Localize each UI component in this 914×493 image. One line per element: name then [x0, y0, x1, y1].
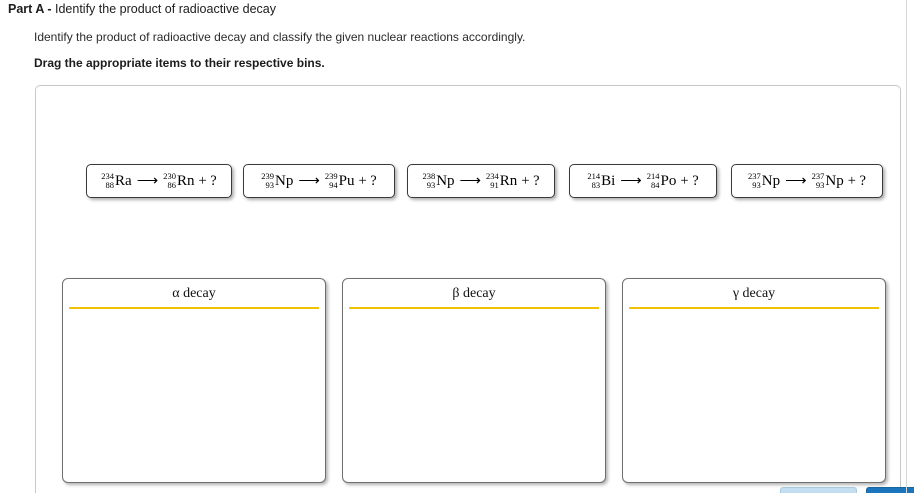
product-indices: 230 86 — [163, 172, 176, 189]
drag-instruction: Drag the appropriate items to their resp… — [34, 56, 325, 70]
submit-button[interactable] — [780, 487, 857, 493]
reactant-mass-number: 238 — [422, 171, 436, 182]
product-atomic-number: 93 — [815, 180, 825, 190]
unknown-particle: + ? — [198, 172, 217, 189]
product-atomic-number: 94 — [329, 180, 338, 190]
drag-item[interactable]: 214 83 Bi ⟶ 214 84 Po + ? — [569, 164, 717, 198]
product-atomic-number: 84 — [651, 180, 660, 190]
reactant-mass-number: 237 — [748, 171, 761, 182]
reactant-indices: 237 93 — [748, 172, 761, 189]
reaction-arrow-icon: ⟶ — [785, 172, 807, 189]
drag-item[interactable]: 234 88 Ra ⟶ 230 86 Rn + ? — [86, 164, 232, 198]
nuclear-equation: 234 88 Ra ⟶ 230 86 Rn + ? — [101, 172, 216, 189]
drag-item[interactable]: 238 93 Np ⟶ 234 91 Rn + ? — [407, 164, 555, 198]
product-symbol: Pu — [338, 172, 355, 189]
product-atomic-number: 86 — [167, 180, 176, 190]
next-button[interactable] — [866, 487, 914, 493]
reactant-symbol: Bi — [601, 172, 616, 189]
product-symbol: Rn — [499, 172, 518, 189]
reaction-arrow-icon: ⟶ — [136, 172, 159, 189]
question-prompt: Identify the product of radioactive deca… — [34, 30, 526, 44]
reaction-arrow-icon: ⟶ — [298, 172, 320, 189]
reactant-symbol: Np — [436, 172, 455, 189]
nuclear-equation: 214 83 Bi ⟶ 214 84 Po + ? — [587, 172, 698, 189]
reactant-indices: 238 93 — [422, 172, 435, 189]
product-mass-number: 237 — [811, 171, 825, 182]
reactant-mass-number: 214 — [587, 171, 601, 182]
part-description: Identify the product of radioactive deca… — [51, 2, 276, 16]
product-indices: 234 91 — [486, 172, 499, 189]
reactant-mass-number: 239 — [261, 171, 275, 182]
product-nuclide: 234 91 Rn — [486, 172, 517, 189]
bin-dropzone[interactable] — [623, 309, 885, 481]
reactant-symbol: Np — [761, 172, 781, 189]
reactant-atomic-number: 93 — [752, 180, 761, 190]
product-indices: 239 94 — [325, 172, 338, 189]
page-title: Part A - Identify the product of radioac… — [8, 2, 276, 16]
footer-button-bar — [0, 487, 914, 493]
bin-dropzone[interactable] — [343, 309, 605, 481]
product-mass-number: 230 — [163, 171, 176, 182]
reactant-mass-number: 234 — [101, 171, 115, 182]
reactant-nuclide: 234 88 Ra — [101, 172, 131, 189]
reactant-symbol: Ra — [115, 172, 132, 189]
bin-title: β decay — [349, 281, 599, 309]
reactant-indices: 234 88 — [101, 172, 114, 189]
bin-title: γ decay — [629, 281, 879, 309]
unknown-particle: + ? — [847, 172, 866, 189]
unknown-particle: + ? — [680, 172, 699, 189]
product-atomic-number: 91 — [490, 180, 499, 190]
drag-item-bank: 234 88 Ra ⟶ 230 86 Rn + ? — [86, 164, 883, 210]
reactant-atomic-number: 83 — [591, 180, 601, 190]
product-symbol: Np — [825, 172, 844, 189]
reactant-nuclide: 237 93 Np — [748, 172, 780, 189]
nuclear-equation: 237 93 Np ⟶ 237 93 Np + ? — [748, 172, 866, 189]
drop-bin-beta-decay[interactable]: β decay — [342, 278, 606, 483]
nuclear-equation: 238 93 Np ⟶ 234 91 Rn + ? — [422, 172, 539, 189]
unknown-particle: + ? — [358, 172, 377, 189]
product-nuclide: 237 93 Np — [812, 172, 844, 189]
product-symbol: Rn — [176, 172, 195, 189]
reactant-nuclide: 239 93 Np — [261, 172, 293, 189]
bin-dropzone[interactable] — [63, 309, 325, 481]
reactant-nuclide: 238 93 Np — [422, 172, 454, 189]
product-nuclide: 214 84 Po — [647, 172, 677, 189]
product-mass-number: 239 — [324, 171, 338, 182]
reaction-arrow-icon: ⟶ — [459, 172, 482, 189]
reactant-nuclide: 214 83 Bi — [587, 172, 615, 189]
product-mass-number: 234 — [486, 171, 499, 182]
drag-item[interactable]: 239 93 Np ⟶ 239 94 Pu + ? — [243, 164, 395, 198]
drag-item[interactable]: 237 93 Np ⟶ 237 93 Np + ? — [731, 164, 883, 198]
product-nuclide: 239 94 Pu — [325, 172, 355, 189]
reactant-atomic-number: 93 — [426, 180, 436, 190]
bin-row: α decay β decay γ decay — [62, 278, 886, 486]
product-symbol: Po — [660, 172, 677, 189]
page-right-edge — [906, 0, 907, 493]
drop-bin-alpha-decay[interactable]: α decay — [62, 278, 326, 483]
reactant-indices: 214 83 — [587, 172, 600, 189]
unknown-particle: + ? — [521, 172, 540, 189]
reactant-indices: 239 93 — [261, 172, 274, 189]
bin-title: α decay — [69, 281, 319, 309]
activity-panel: 234 88 Ra ⟶ 230 86 Rn + ? — [35, 85, 901, 493]
reactant-atomic-number: 93 — [265, 180, 275, 190]
reactant-symbol: Np — [275, 172, 294, 189]
part-label: Part A - — [8, 2, 52, 16]
product-mass-number: 214 — [646, 171, 660, 182]
product-indices: 214 84 — [647, 172, 660, 189]
reactant-atomic-number: 88 — [105, 180, 115, 190]
product-nuclide: 230 86 Rn — [163, 172, 194, 189]
nuclear-equation: 239 93 Np ⟶ 239 94 Pu + ? — [261, 172, 376, 189]
reaction-arrow-icon: ⟶ — [620, 172, 642, 189]
product-indices: 237 93 — [812, 172, 825, 189]
drop-bin-gamma-decay[interactable]: γ decay — [622, 278, 886, 483]
